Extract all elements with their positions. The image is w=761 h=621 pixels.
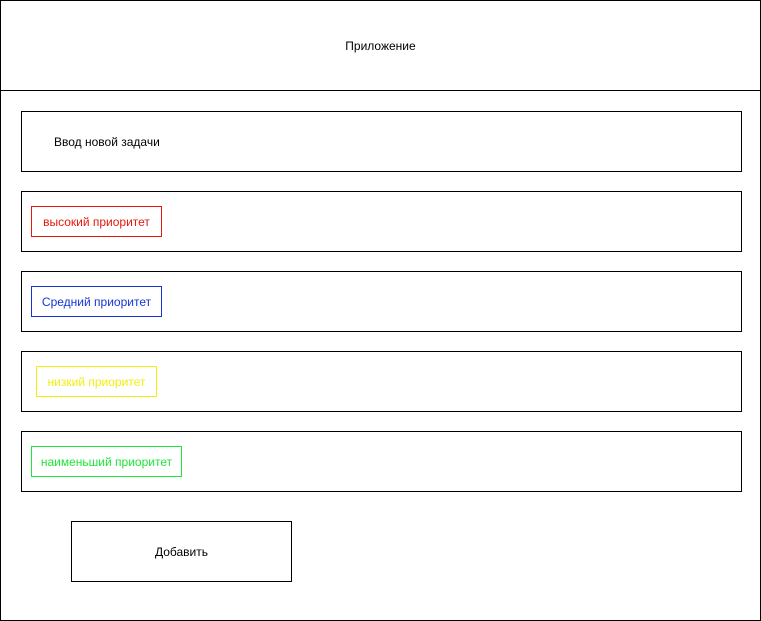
- priority-least-label: наименьший приоритет: [40, 454, 173, 469]
- priority-low-label: низкий приоритет: [47, 374, 146, 389]
- add-button-label: Добавить: [154, 544, 209, 559]
- priority-low-button[interactable]: низкий приоритет: [36, 366, 157, 397]
- priority-high-button[interactable]: высокий приоритет: [31, 206, 162, 237]
- app-title: Приложение: [345, 38, 416, 53]
- new-task-input[interactable]: Ввод новой задачи: [21, 111, 742, 172]
- add-button[interactable]: Добавить: [71, 521, 292, 582]
- priority-least-button[interactable]: наименьший приоритет: [31, 446, 182, 477]
- priority-high-label: высокий приоритет: [43, 214, 150, 229]
- priority-medium-button[interactable]: Средний приоритет: [31, 286, 162, 317]
- priority-row-least: наименьший приоритет: [21, 431, 742, 492]
- new-task-input-label: Ввод новой задачи: [54, 134, 160, 149]
- priority-row-high: высокий приоритет: [21, 191, 742, 252]
- priority-row-low: низкий приоритет: [21, 351, 742, 412]
- priority-medium-label: Средний приоритет: [41, 294, 152, 309]
- priority-row-medium: Средний приоритет: [21, 271, 742, 332]
- app-header: Приложение: [1, 1, 760, 91]
